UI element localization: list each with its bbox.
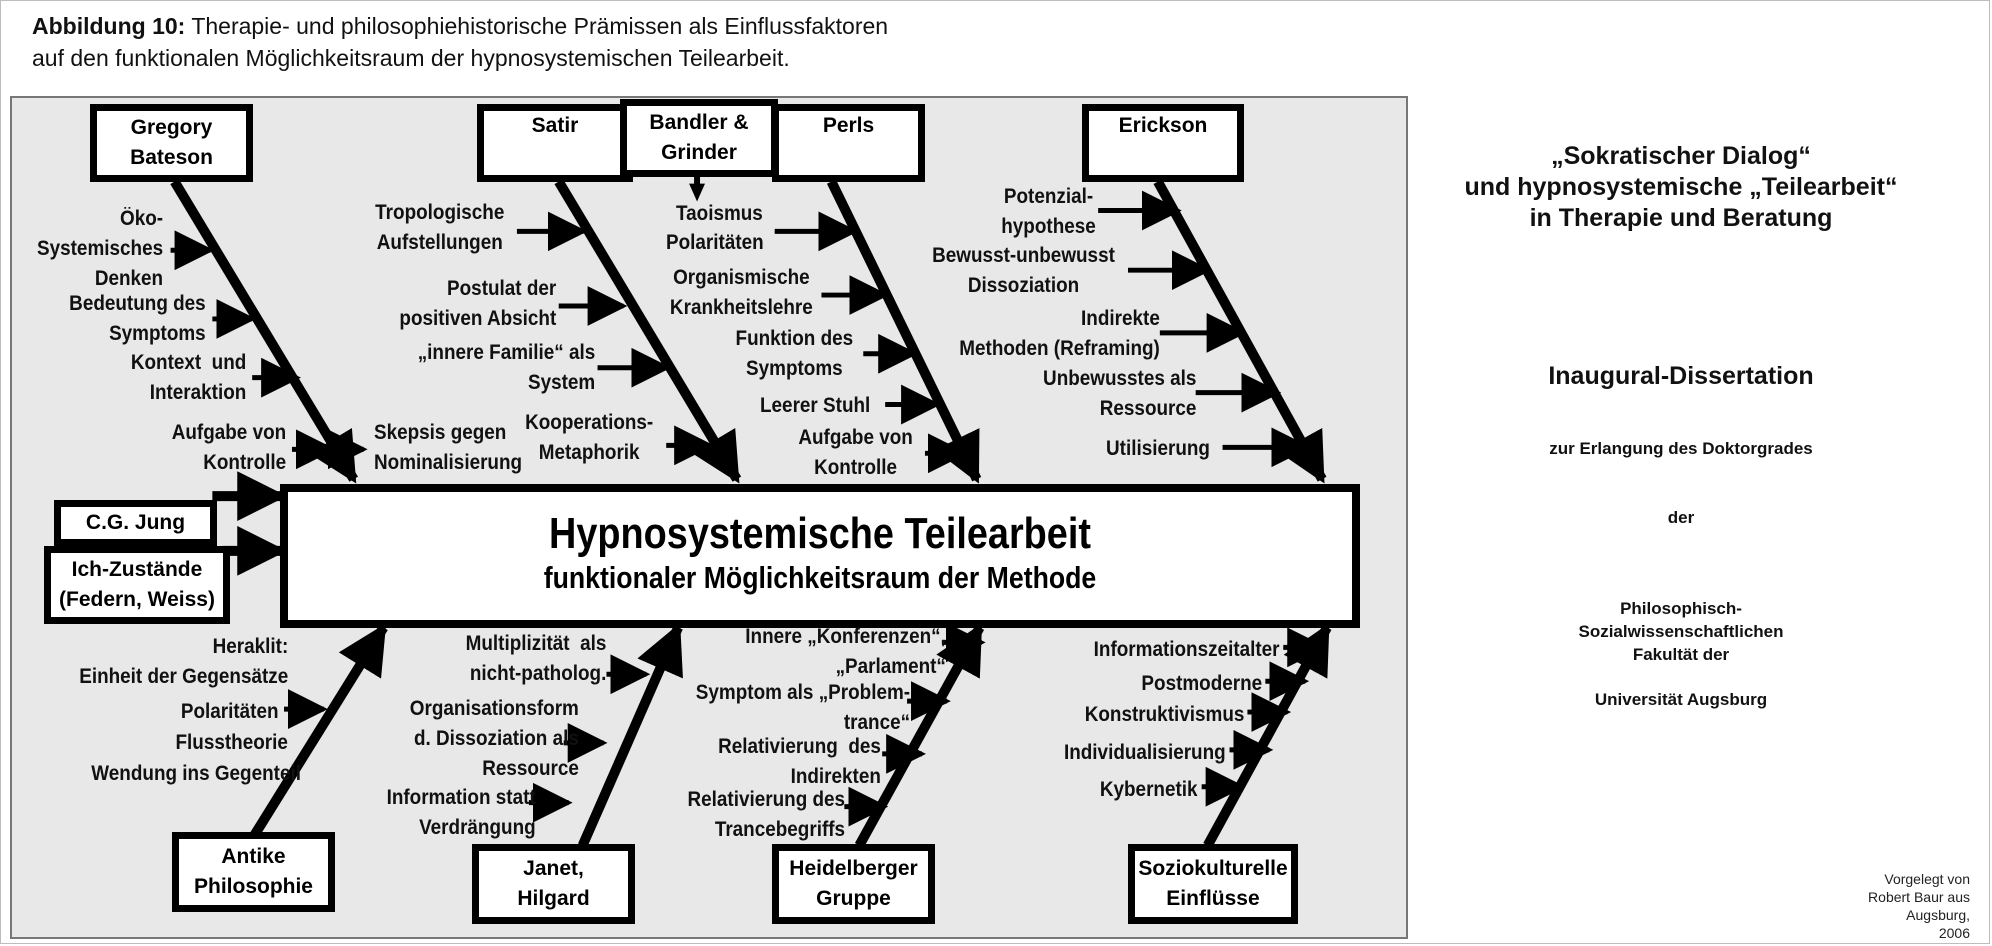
label-heidelberger-indirekten: Relativierung des Indirekten [718, 735, 881, 788]
diagram-connectors [170, 173, 1332, 848]
label-perls-stuhl: Leerer Stuhl [760, 394, 871, 417]
label-janet-multiplizitaet: Multiplizität als nicht-patholog. [465, 632, 606, 685]
source-perls-box: Perls [772, 104, 925, 182]
fishbone-diagram: Gregory Bateson Satir Perls Bandler & Gr… [10, 96, 1408, 939]
central-title: Hypnosystemische Teilearbeit [549, 509, 1091, 558]
label-perls-organismisch: Organismische Krankheitslehre [669, 266, 813, 319]
label-antike-fluss: Flusstheorie [175, 731, 288, 754]
label-erickson-dissoziation: Bewusst-unbewusst Dissoziation [932, 244, 1115, 297]
label-bateson-oeko: Öko- Systemisches Denken [36, 207, 163, 290]
sidebar-title: „Sokratischer Dialog“ und hypnosystemisc… [1464, 142, 1898, 232]
label-satir-skepsis: Skepsis gegen Nominalisierung [374, 421, 523, 474]
label-satir-postulat: Postulat der positiven Absicht [399, 277, 556, 330]
source-satir-box: Satir [477, 104, 633, 182]
caption-line-1: Therapie- und philosophiehistorische Prä… [191, 13, 889, 39]
source-antike-box: Antike Philosophie [172, 832, 335, 912]
label-bateson-symptom: Bedeutung des Symptoms [69, 292, 206, 345]
label-sozio-kybernetik: Kybernetik [1100, 778, 1198, 801]
label-heidelberger-problemtrance: Symptom als „Problem- trance“ [695, 681, 910, 734]
source-bandler-grinder-box: Bandler & Grinder [620, 99, 778, 177]
figure-caption: Abbildung 10: Therapie- und philosophieh… [32, 10, 888, 74]
label-satir-tropologisch: Tropologische Aufstellungen [375, 201, 505, 254]
label-satir-kooperation: Kooperations- Metaphorik [525, 411, 654, 464]
label-bateson-kontrolle: Aufgabe von Kontrolle [171, 421, 286, 474]
source-janet-box: Janet, Hilgard [472, 844, 635, 924]
bone-antike [249, 623, 388, 839]
label-sozio-postmoderne: Postmoderne [1141, 672, 1262, 695]
label-erickson-unbewusstes: Unbewusstes als Ressource [1042, 367, 1196, 420]
label-erickson-utilisierung: Utilisierung [1106, 437, 1210, 460]
label-perls-funktion: Funktion des Symptoms [735, 327, 854, 380]
label-antike-polaritaeten: Polaritäten [181, 700, 279, 723]
submission-note: Vorgelegt von Robert Baur aus Augsburg, … [1868, 871, 1970, 941]
label-sozio-informationszeitalter: Informationszeitalter [1094, 638, 1280, 661]
caption-label: Abbildung 10: [32, 13, 186, 39]
label-heidelberger-konferenzen: Innere „Konferenzen“, „Parlament“ [745, 625, 946, 678]
sidebar-university: Universität Augsburg [1594, 690, 1768, 709]
label-satir-familie: „innere Familie“ als System [417, 341, 595, 394]
label-erickson-indirekte: Indirekte Methoden (Reframing) [959, 307, 1160, 360]
label-janet-organisation: Organisationsform d. Dissoziation als Re… [409, 697, 579, 780]
source-jung-box: C.G. Jung [54, 500, 217, 546]
label-sozio-konstruktivismus: Konstruktivismus [1084, 703, 1244, 726]
source-erickson-box: Erickson [1082, 104, 1244, 182]
sidebar-faculty: Philosophisch- Sozialwissenschaftlichen … [1578, 599, 1784, 664]
bone-janet [578, 622, 683, 848]
sidebar-purpose: zur Erlangung des Doktorgrades [1549, 439, 1813, 458]
sidebar-dissertation: Inaugural-Dissertation [1548, 362, 1814, 390]
label-heidelberger-trancebegriff: Relativierung des Trancebegriffs [687, 788, 845, 841]
sidebar-der: der [1667, 508, 1695, 527]
central-box: Hypnosystemische Teilearbeit funktionale… [280, 484, 1360, 628]
label-janet-information: Information statt Verdrängung [386, 786, 536, 839]
label-antike-wendung: Wendung ins Gegenteil [91, 762, 301, 785]
label-perls-taoismus: Taoismus [676, 202, 763, 225]
label-perls-kontrolle: Aufgabe von Kontrolle [798, 426, 913, 479]
label-bateson-kontext: Kontext und Interaktion [130, 351, 246, 404]
label-erickson-potenzial: Potenzial- hypothese [1001, 185, 1096, 238]
label-sozio-individualisierung: Individualisierung [1064, 741, 1226, 764]
source-bateson-box: Gregory Bateson [90, 104, 253, 182]
source-heidelberger-box: Heidelberger Gruppe [772, 844, 935, 924]
source-sozio-box: Soziokulturelle Einflüsse [1128, 844, 1298, 924]
central-subtitle: funktionaler Möglichkeitsraum der Method… [543, 560, 1097, 595]
connector-bandler-head [689, 183, 706, 202]
label-antike-heraklit: Heraklit: Einheit der Gegensätze [78, 635, 288, 688]
caption-line-2: auf den funktionalen Möglichkeitsraum de… [32, 45, 790, 71]
source-ich-zustaende-box: Ich-Zustände (Federn, Weiss) [44, 546, 230, 624]
label-perls-polaritaeten: Polaritäten [666, 231, 764, 254]
